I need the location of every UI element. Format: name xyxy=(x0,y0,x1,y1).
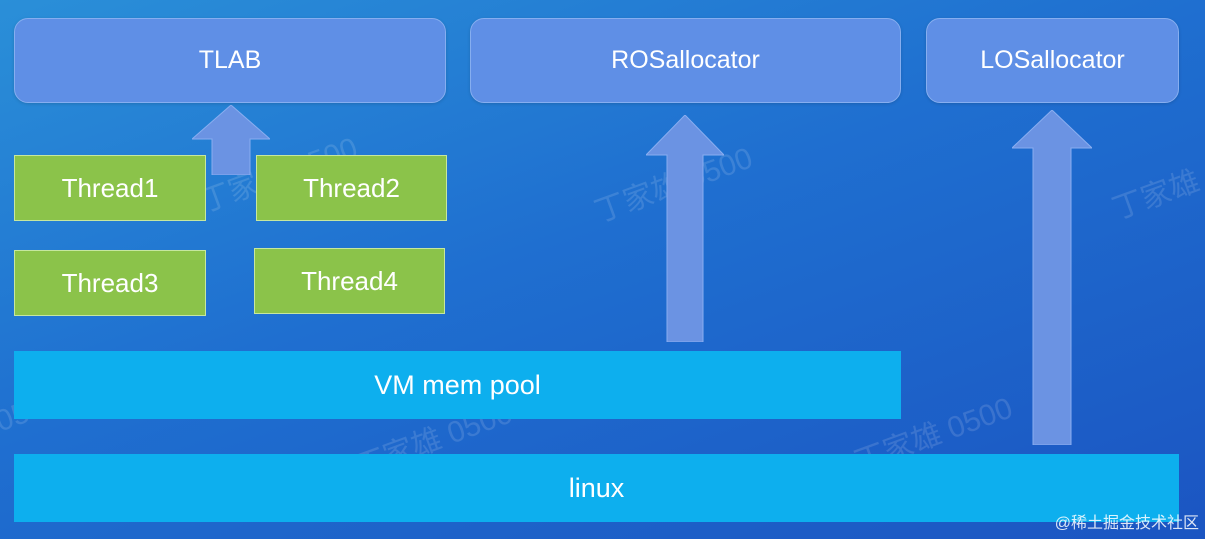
watermark: 丁家雄 xyxy=(1108,164,1205,227)
tlab-box: TLAB xyxy=(14,18,446,103)
thread4-box: Thread4 xyxy=(254,248,445,314)
arrow-to-losallocator xyxy=(1012,110,1092,445)
losallocator-box: LOSallocator xyxy=(926,18,1179,103)
vm-mem-pool-band: VM mem pool xyxy=(14,351,901,419)
thread3-box: Thread3 xyxy=(14,250,206,316)
thread1-box: Thread1 xyxy=(14,155,206,221)
thread2-box: Thread2 xyxy=(256,155,447,221)
site-footer-watermark: @稀土掘金技术社区 xyxy=(1054,515,1199,532)
arrow-to-rosallocator xyxy=(646,115,724,342)
rosallocator-box: ROSallocator xyxy=(470,18,901,103)
linux-band: linux xyxy=(14,454,1179,522)
arrow-to-tlab xyxy=(192,105,270,175)
